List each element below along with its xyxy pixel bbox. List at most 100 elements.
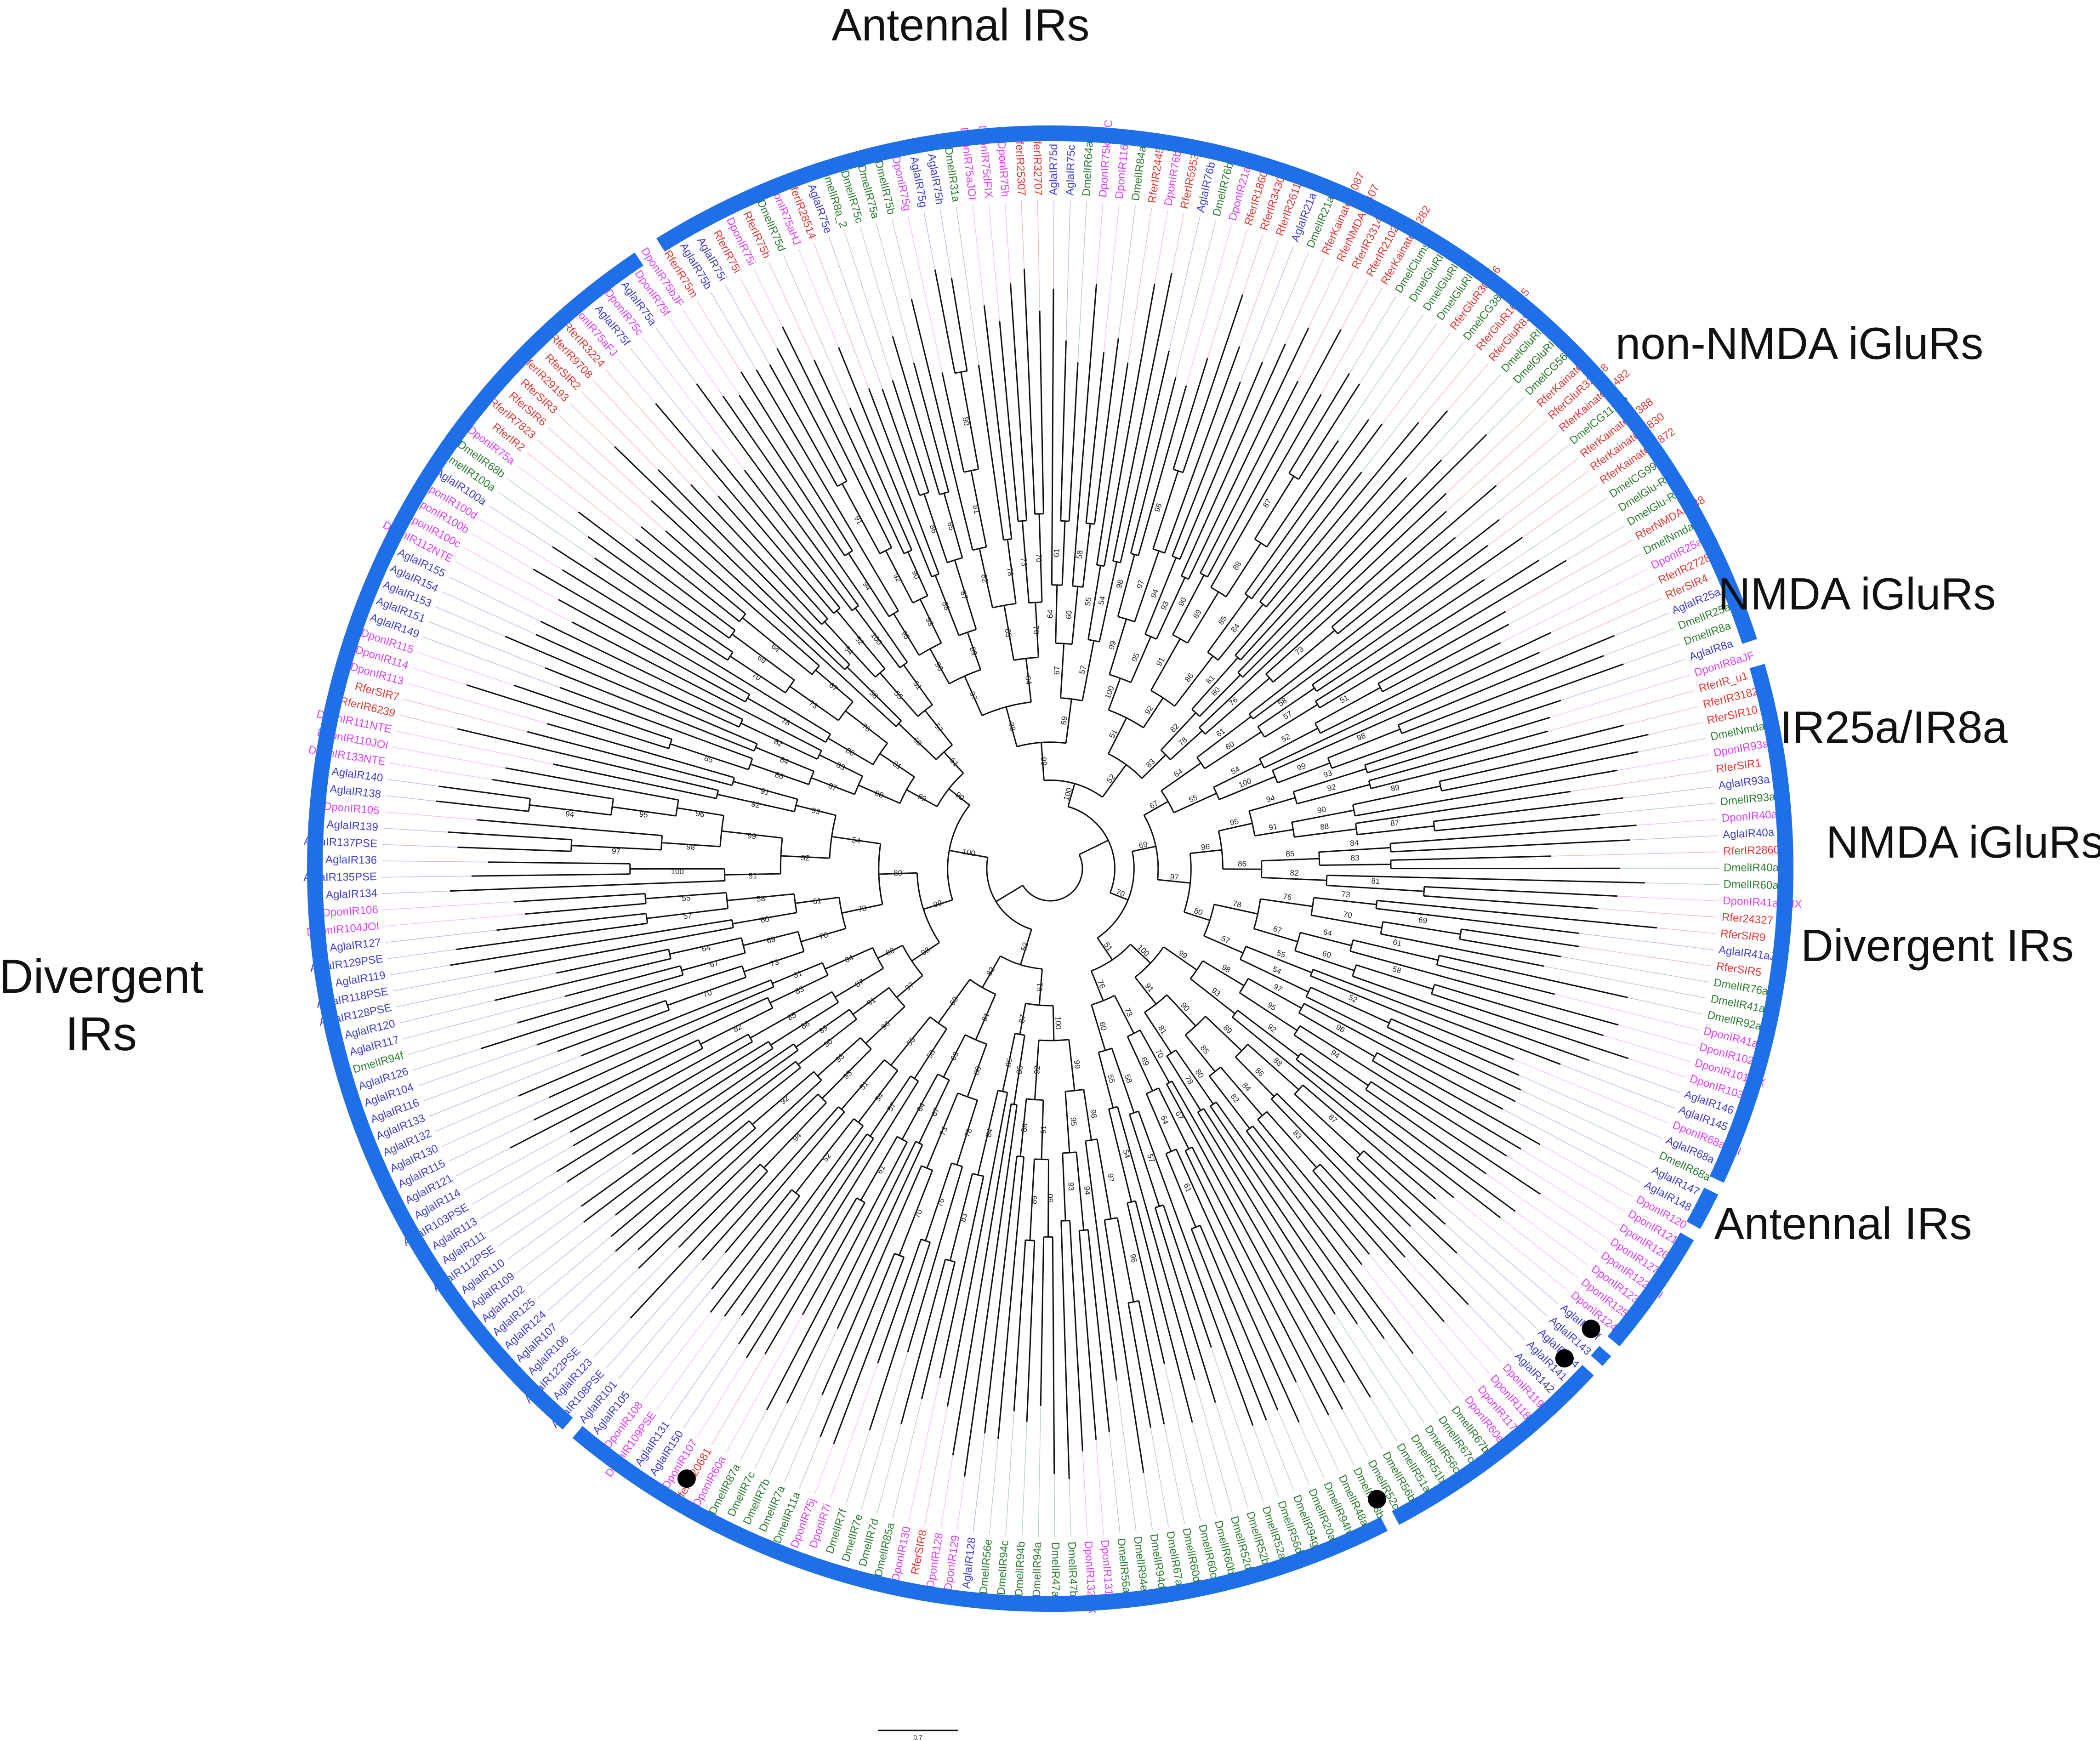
- bootstrap-value: 100: [1237, 776, 1252, 789]
- bootstrap-value: 60: [948, 995, 960, 1007]
- leaf-guide-line: [526, 452, 636, 540]
- tree-branch: [1371, 1104, 1516, 1212]
- tree-branch: [1215, 362, 1263, 474]
- tree-branch: [1246, 1125, 1253, 1132]
- tree-branch: [746, 602, 820, 666]
- tree-branch: [1060, 431, 1064, 521]
- bootstrap-value: 100: [1136, 943, 1151, 958]
- leaf-guide-line: [1038, 1405, 1041, 1537]
- tree-branch: [1068, 806, 1115, 893]
- bootstrap-value: 88: [884, 946, 896, 958]
- tree-branch: [1458, 624, 1509, 652]
- leaf-guide-line: [1604, 628, 1675, 656]
- tree-branch: [529, 804, 611, 816]
- leaf-label: AglaIR139: [326, 818, 379, 834]
- tree-branch: [766, 550, 828, 620]
- bootstrap-value: 73: [1123, 1007, 1135, 1018]
- tree-branch: [953, 291, 968, 371]
- bootstrap-value: 52: [1105, 773, 1117, 785]
- tree-branch: [1116, 1106, 1142, 1189]
- tree-branch: [894, 486, 933, 577]
- tree-branch: [818, 1138, 874, 1223]
- tree-branch: [1380, 1230, 1406, 1258]
- leaf-guide-line: [860, 1352, 908, 1510]
- tree-branch: [1376, 908, 1457, 919]
- leaf-guide-line: [429, 1055, 581, 1117]
- tree-branch: [1210, 1105, 1267, 1189]
- leaf-guide-line: [876, 1424, 902, 1515]
- tree-branch: [1319, 661, 1396, 709]
- tree-branch: [494, 944, 643, 973]
- tree-branch: [1061, 521, 1066, 586]
- tree-branch: [1253, 1186, 1336, 1314]
- leaf-guide-line: [1171, 213, 1184, 273]
- tree-branch: [1190, 1229, 1226, 1316]
- tree-branch: [1026, 1098, 1043, 1101]
- leaf-guide-line: [1211, 1347, 1264, 1503]
- bootstrap-value: 60: [1098, 1021, 1109, 1032]
- tree-branch: [1390, 835, 1493, 844]
- tree-branch: [1246, 381, 1299, 483]
- tree-branch: [1246, 945, 1312, 973]
- leaf-guide-line: [754, 1403, 787, 1469]
- leaf-guide-line: [517, 1222, 584, 1273]
- tree-branch: [868, 388, 911, 497]
- leaf-guide-line: [393, 972, 495, 991]
- bootstrap-value: 73: [938, 1126, 950, 1137]
- tree-branch: [766, 534, 834, 614]
- tree-branch: [849, 407, 872, 457]
- tree-branch: [786, 1246, 865, 1404]
- bootstrap-value: 69: [1418, 915, 1428, 925]
- group-label: non-NMDA iGluRs: [1616, 318, 1984, 369]
- tree-branch: [1104, 1220, 1116, 1289]
- bootstrap-value: 51: [748, 871, 757, 880]
- tree-branch: [557, 1046, 571, 1052]
- bootstrap-value: 54: [1121, 1149, 1132, 1159]
- tree-branch: [1184, 1034, 1216, 1072]
- tree-branch: [1078, 1230, 1087, 1311]
- tree-branch: [583, 1115, 724, 1223]
- leaf-guide-line: [581, 391, 659, 470]
- tree-branch: [934, 269, 939, 284]
- tree-branch: [724, 1180, 787, 1253]
- tree-branch: [1512, 839, 1630, 847]
- tree-branch: [1314, 1187, 1370, 1255]
- tree-branch: [907, 552, 928, 596]
- leaf-guide-line: [479, 519, 563, 570]
- tree-branch: [1394, 559, 1540, 652]
- clade-markers: [677, 1320, 1600, 1508]
- tree-branch: [1293, 1034, 1369, 1087]
- tree-branch: [1114, 995, 1135, 1034]
- tree-branch: [1206, 381, 1241, 468]
- tree-branch: [1224, 1315, 1267, 1421]
- leaf-guide-line: [471, 533, 534, 570]
- leaf-guide-line: [435, 606, 506, 637]
- leaf-label: RferSIR9: [1720, 927, 1766, 944]
- tree-branch: [681, 1127, 756, 1194]
- tree-branch: [665, 530, 748, 603]
- tree-branch: [1271, 1098, 1327, 1157]
- bootstrap-value: 87: [827, 781, 838, 792]
- tree-branch: [711, 449, 770, 522]
- scale-bar: 0.7: [878, 1730, 958, 1741]
- bootstrap-value: 91: [760, 786, 770, 797]
- tree-branch: [1248, 652, 1328, 715]
- tree-branch: [1034, 1158, 1049, 1161]
- tree-branch: [916, 873, 940, 943]
- tree-branch: [1265, 623, 1322, 675]
- leaf-guide-line: [1444, 1321, 1490, 1374]
- leaf-guide-line: [753, 269, 783, 327]
- tree-branch: [1053, 1328, 1055, 1474]
- tree-branch: [1038, 968, 1043, 1006]
- tree-branch: [667, 976, 746, 1006]
- tree-branch: [1091, 971, 1104, 1001]
- tree-branch: [1162, 1205, 1193, 1291]
- bootstrap-value: 89: [1030, 1195, 1039, 1205]
- bootstrap-value: 54: [1097, 595, 1107, 606]
- bootstrap-value: 87: [1261, 497, 1273, 509]
- tree-branch: [1198, 358, 1208, 386]
- tree-branch: [751, 1071, 814, 1125]
- tree-branch: [844, 550, 853, 557]
- tree-branch: [1108, 753, 1143, 779]
- tree-branch: [856, 1197, 865, 1203]
